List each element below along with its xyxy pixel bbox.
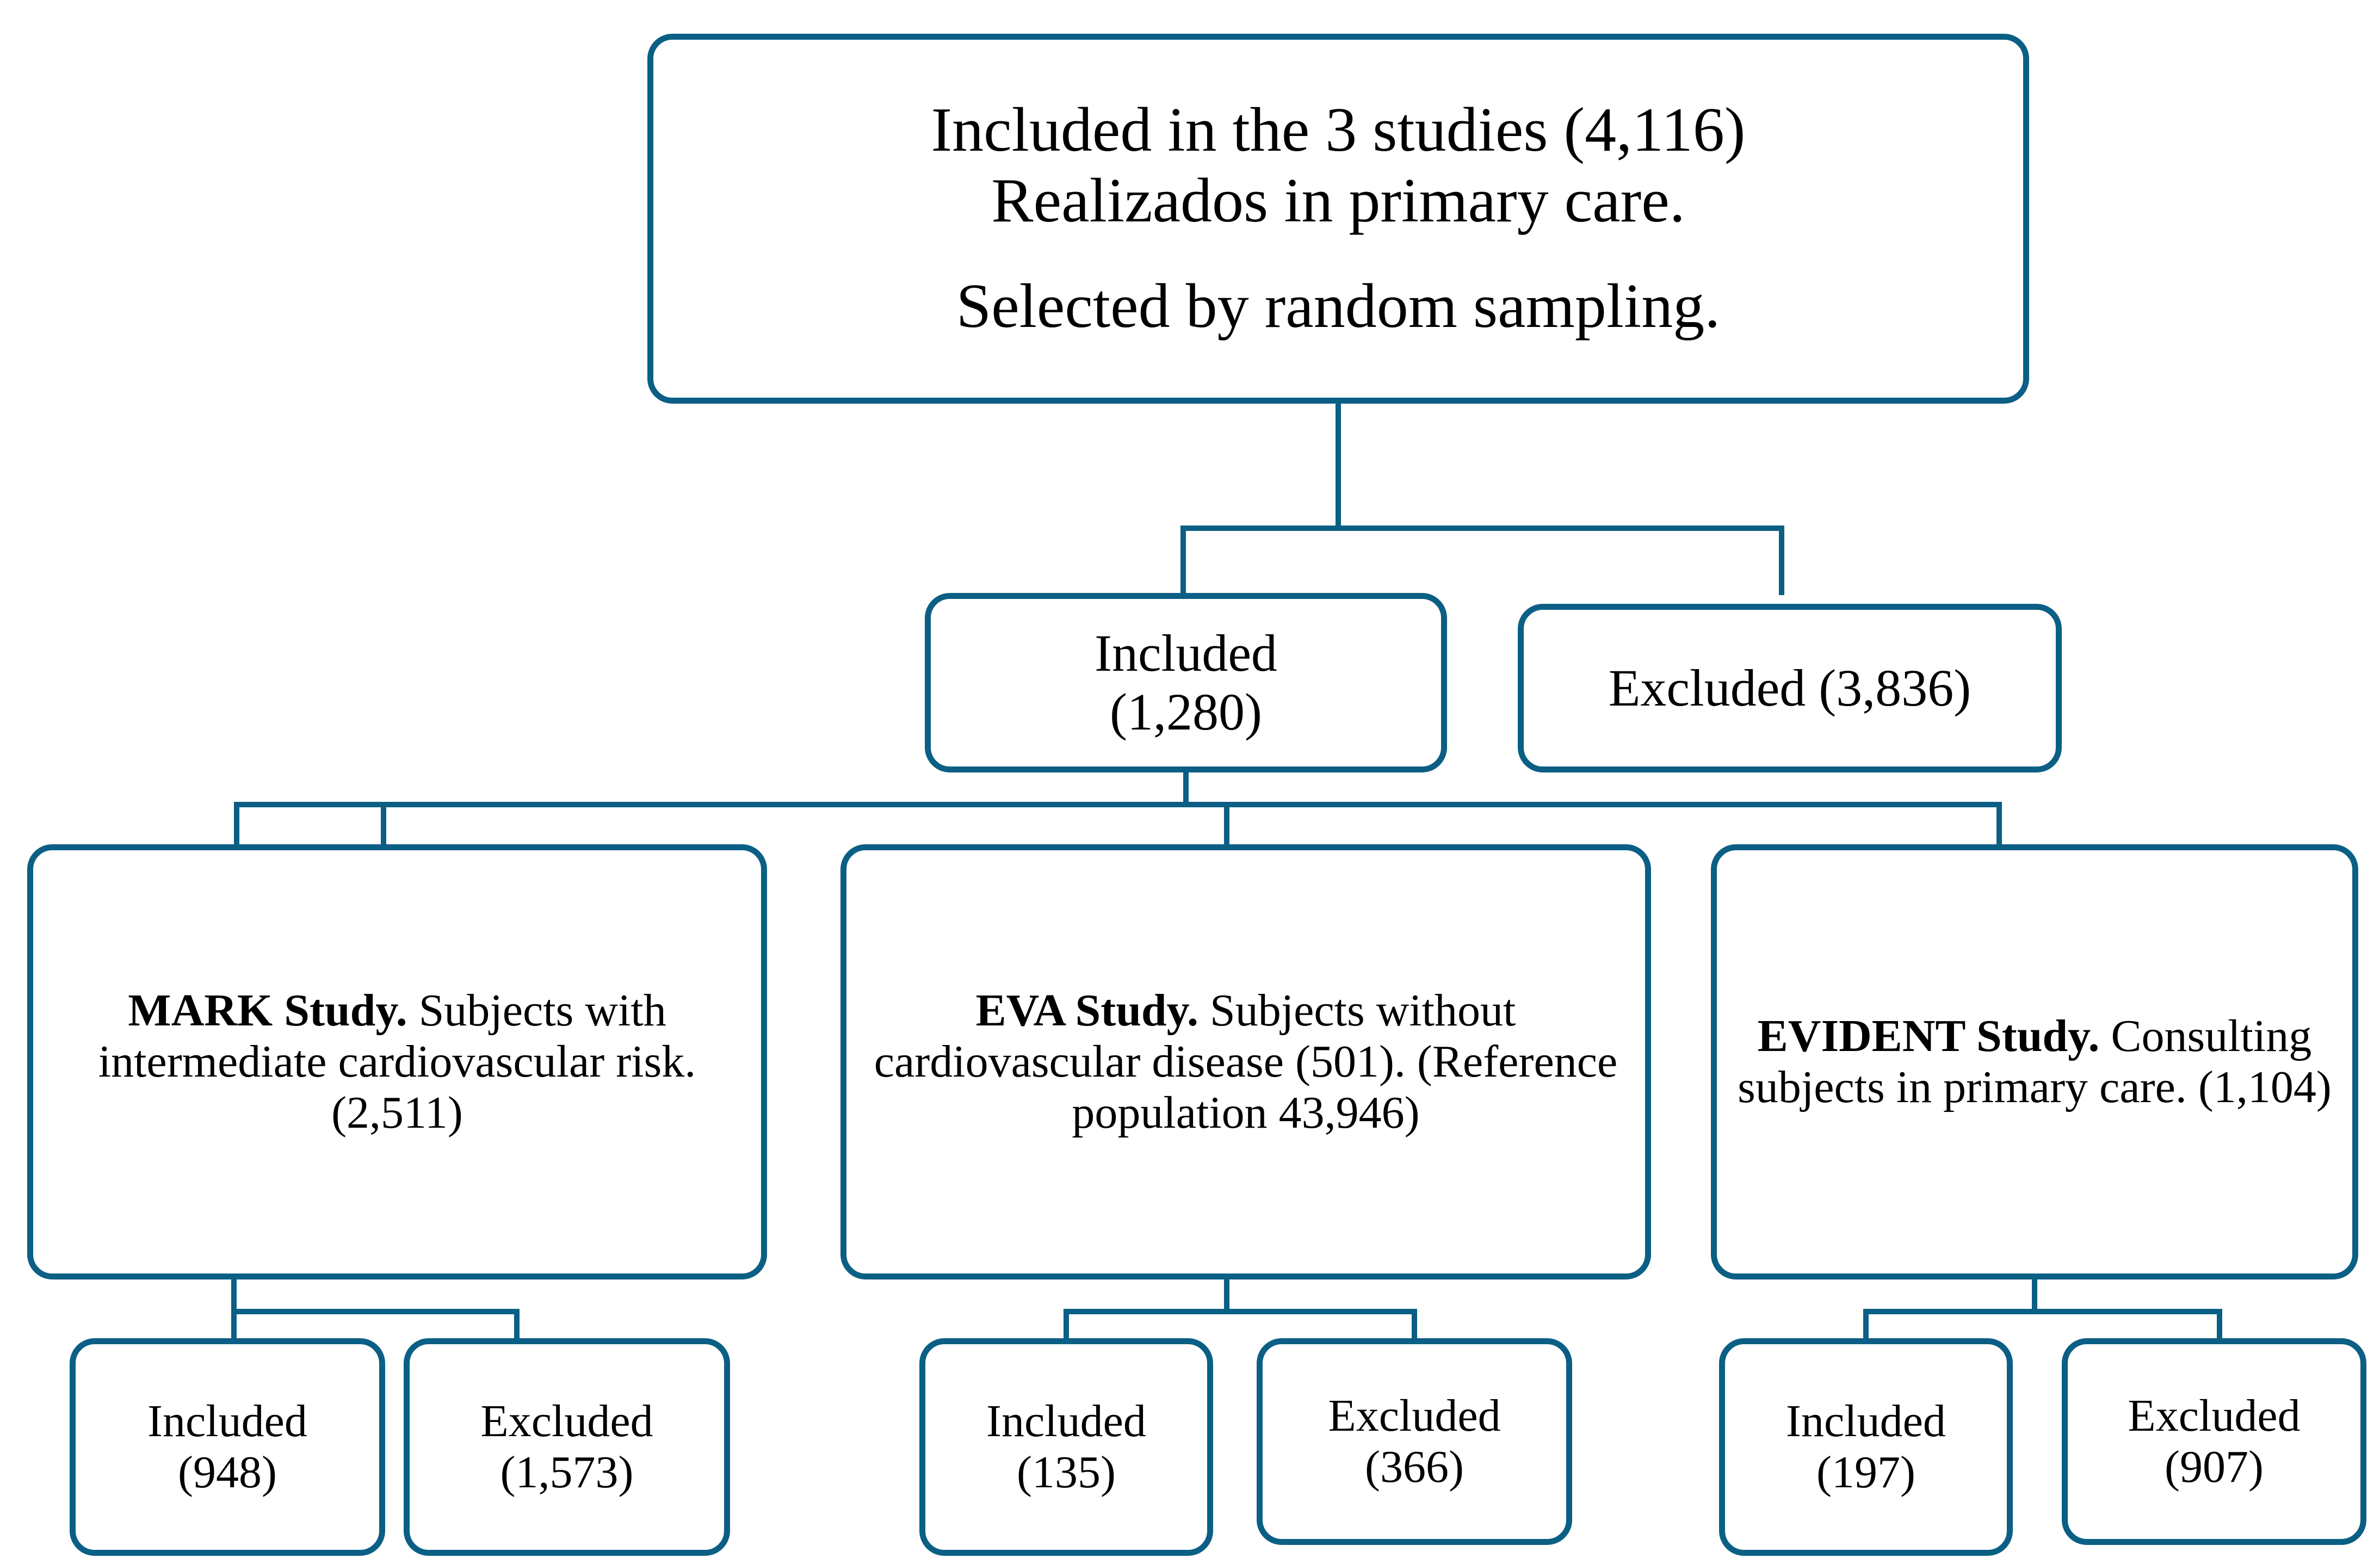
root-line-spacer xyxy=(665,237,2011,271)
study-evident-text: EVIDENT Study. Consulting subjects in pr… xyxy=(1729,1011,2340,1113)
study-eva-label: EVA Study. xyxy=(975,985,1199,1036)
study-mark-desc: Subjects with intermediate cardiovascula… xyxy=(98,985,696,1139)
evident-included-text: Included (197) xyxy=(1737,1396,1995,1498)
connector-evident-included-drop xyxy=(1863,1309,1869,1341)
study-eva-desc: Subjects without cardiovascular disease … xyxy=(874,985,1618,1139)
node-level1-included: Included (1,280) xyxy=(925,593,1447,772)
mark-included-line-1: Included xyxy=(147,1395,307,1446)
mark-included-line-2: (948) xyxy=(178,1447,277,1498)
level1-excluded-line-1: Excluded (3,836) xyxy=(1608,659,1971,718)
mark-included-text: Included (948) xyxy=(88,1396,367,1498)
eva-included-line-2: (135) xyxy=(1017,1447,1116,1498)
connector-study-evident-drop xyxy=(1996,802,2002,845)
study-mark-label: MARK Study. xyxy=(128,985,407,1036)
node-study-evident: EVIDENT Study. Consulting subjects in pr… xyxy=(1711,844,2358,1279)
connector-evident-bus xyxy=(1863,1309,2222,1314)
root-line-3: Selected by random sampling. xyxy=(956,271,1721,341)
node-study-mark: MARK Study. Subjects with intermediate c… xyxy=(27,844,767,1279)
node-root-included-3-studies: Included in the 3 studies (4,116) Realiz… xyxy=(647,34,2029,404)
eva-included-text: Included (135) xyxy=(937,1396,1195,1498)
connector-mark-excluded-drop xyxy=(514,1309,520,1341)
study-evident-label: EVIDENT Study. xyxy=(1757,1010,2100,1061)
node-mark-included: Included (948) xyxy=(70,1338,385,1556)
root-line-1: Included in the 3 studies (4,116) xyxy=(931,95,1746,165)
level1-excluded-text: Excluded (3,836) xyxy=(1536,659,2044,718)
connector-evident-stem xyxy=(2032,1279,2037,1312)
node-evident-included: Included (197) xyxy=(1719,1338,2013,1556)
eva-excluded-text: Excluded (366) xyxy=(1275,1390,1554,1493)
root-text: Included in the 3 studies (4,116) Realiz… xyxy=(665,95,2011,342)
node-evident-excluded: Excluded (907) xyxy=(2062,1338,2366,1545)
connector-evident-excluded-drop xyxy=(2217,1309,2222,1341)
node-eva-included: Included (135) xyxy=(919,1338,1213,1556)
eva-excluded-line-2: (366) xyxy=(1365,1442,1464,1492)
node-eva-excluded: Excluded (366) xyxy=(1257,1338,1572,1545)
connector-level1-bus xyxy=(1180,525,1784,531)
level1-included-line-1: Included xyxy=(1095,624,1277,683)
connector-studies-stem xyxy=(1183,772,1189,805)
study-eva-text: EVA Study. Subjects without cardiovascul… xyxy=(858,985,1633,1139)
connector-study-mark-center-drop xyxy=(234,802,239,845)
node-level1-excluded: Excluded (3,836) xyxy=(1518,604,2062,772)
connector-root-stem xyxy=(1336,404,1341,529)
mark-excluded-line-2: (1,573) xyxy=(500,1447,634,1498)
connector-eva-included-drop xyxy=(1064,1309,1069,1341)
study-evident-desc: Consulting subjects in primary care. (1,… xyxy=(1738,1010,2332,1112)
level1-included-line-2: (1,280) xyxy=(1110,683,1262,741)
node-study-eva: EVA Study. Subjects without cardiovascul… xyxy=(840,844,1651,1279)
connector-study-eva-drop xyxy=(1224,802,1229,845)
connector-studies-bus-left-tail xyxy=(234,802,386,807)
connector-eva-stem xyxy=(1224,1279,1229,1312)
connector-eva-excluded-drop xyxy=(1412,1309,1417,1341)
mark-excluded-line-1: Excluded xyxy=(480,1395,653,1446)
evident-excluded-text: Excluded (907) xyxy=(2080,1390,2348,1493)
connector-level1-left-drop xyxy=(1180,525,1186,595)
eva-excluded-line-1: Excluded xyxy=(1328,1390,1501,1441)
connector-level1-right-drop xyxy=(1779,525,1784,595)
evident-included-line-2: (197) xyxy=(1816,1447,1915,1498)
connector-studies-bus xyxy=(381,802,2002,807)
mark-excluded-text: Excluded (1,573) xyxy=(422,1396,712,1498)
connector-eva-bus xyxy=(1064,1309,1417,1314)
evident-included-line-1: Included xyxy=(1786,1395,1946,1446)
connector-mark-bus xyxy=(231,1309,520,1314)
study-mark-text: MARK Study. Subjects with intermediate c… xyxy=(45,985,749,1139)
connector-mark-included-drop xyxy=(231,1309,237,1341)
evident-excluded-line-1: Excluded xyxy=(2128,1390,2301,1441)
root-line-2: Realizados in primary care. xyxy=(991,166,1685,236)
eva-included-line-1: Included xyxy=(986,1395,1146,1446)
evident-excluded-line-2: (907) xyxy=(2165,1442,2264,1492)
level1-included-text: Included (1,280) xyxy=(943,624,1429,741)
node-mark-excluded: Excluded (1,573) xyxy=(404,1338,730,1556)
connector-mark-stem xyxy=(231,1279,237,1312)
connector-study-mark-drop xyxy=(381,802,386,845)
